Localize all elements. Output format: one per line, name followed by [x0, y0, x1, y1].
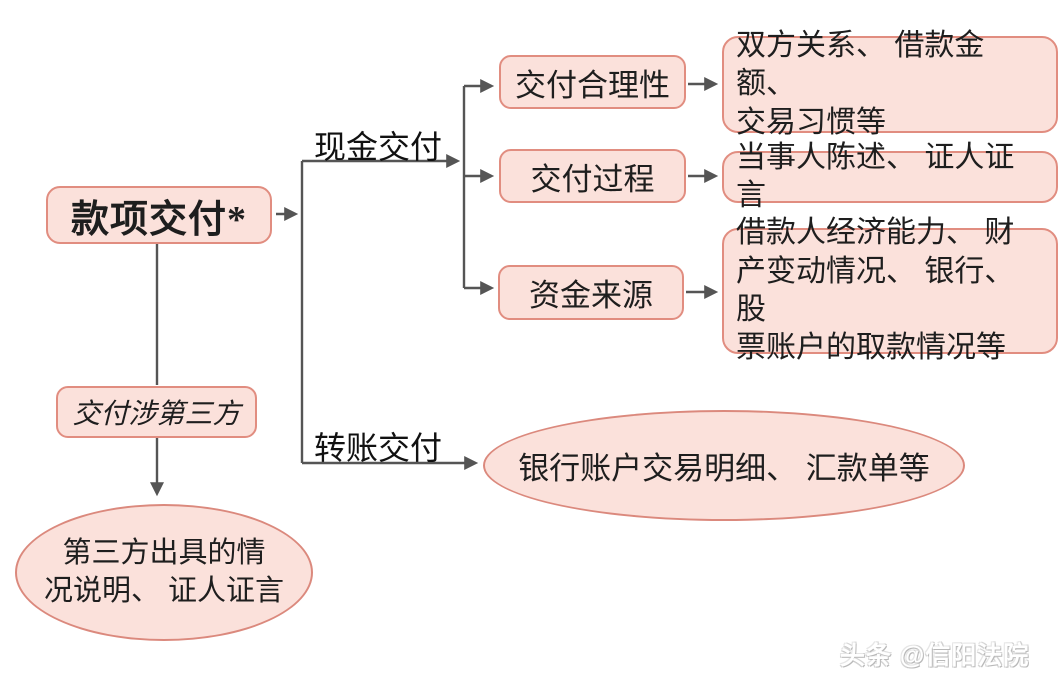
root-node-payment-delivery: 款项交付*	[46, 186, 272, 244]
watermark-toutiao: 头条 @信阳法院	[840, 642, 1030, 670]
evidence-ellipse-transfer: 银行账户交易明细、 汇款单等	[483, 410, 965, 521]
cash-branch-label: 现金交付	[313, 129, 442, 165]
node-fund-source: 资金来源	[498, 265, 684, 320]
evidence-box-fund-source: 借款人经济能力、 财 产变动情况、 银行、 股 票账户的取款情况等	[722, 216, 1058, 364]
evidence-box-process: 当事人陈述、 证人证言	[722, 141, 1058, 212]
node-third-party-delivery: 交付涉第三方	[56, 386, 257, 438]
evidence-box-reasonableness: 双方关系、 借款金额、 交易习惯等	[722, 29, 1058, 139]
node-delivery-reasonableness: 交付合理性	[499, 55, 686, 109]
node-delivery-process: 交付过程	[499, 149, 686, 203]
evidence-ellipse-third-party: 第三方出具的情 况说明、 证人证言	[15, 504, 313, 641]
transfer-branch-label: 转账交付	[313, 430, 442, 466]
